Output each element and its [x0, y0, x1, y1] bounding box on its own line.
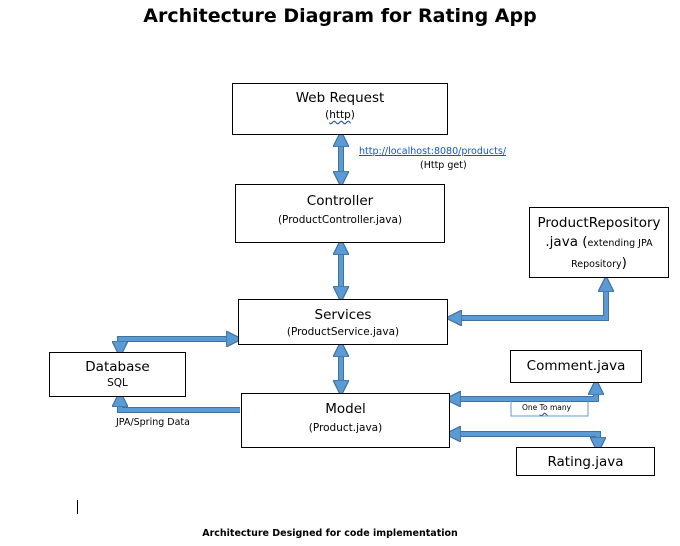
diagram-title: Architecture Diagram for Rating App: [143, 5, 537, 27]
services-database-arrow: [120, 339, 235, 350]
repository-line3: Repository): [571, 255, 627, 271]
http-get-label: (Http get): [420, 160, 467, 171]
repository-services-arrow: [453, 283, 606, 318]
model-rating-arrow: [452, 434, 598, 446]
jpa-label: JPA/Spring Data: [116, 417, 190, 428]
repository-line1: ProductRepository: [537, 215, 661, 231]
url-link[interactable]: http://localhost:8080/products/: [359, 146, 507, 157]
web-request-box: Web Request (http): [232, 83, 448, 135]
one-to-many-bracket: [510, 401, 589, 417]
product-repository-box: ProductRepository .java (extending JPA R…: [529, 207, 669, 278]
database-name: Database: [85, 359, 150, 375]
web-request-name: Web Request: [295, 90, 385, 106]
database-box: Database SQL: [49, 352, 186, 397]
services-box: Services (ProductService.java): [238, 299, 448, 345]
model-name: Model: [325, 401, 366, 417]
comment-box: Comment.java: [510, 350, 642, 383]
model-box: Model (Product.java): [241, 393, 450, 448]
rating-name: Rating.java: [547, 454, 624, 470]
footer-caption: Architecture Designed for code implement…: [202, 528, 458, 539]
services-file: (ProductService.java): [286, 326, 400, 338]
controller-file: (ProductController.java): [277, 214, 403, 226]
one-to-many-label: One To many: [522, 403, 572, 412]
controller-name: Controller: [306, 193, 374, 209]
comment-name: Comment.java: [526, 358, 626, 374]
services-name: Services: [314, 307, 372, 323]
model-file: (Product.java): [308, 422, 383, 434]
web-request-protocol: (http): [325, 109, 355, 121]
repository-line2: .java (extending JPA: [545, 234, 653, 250]
model-database-arrow: [120, 398, 240, 413]
database-type: SQL: [107, 377, 128, 389]
rating-box: Rating.java: [516, 447, 655, 476]
model-comment-arrow: [452, 386, 596, 399]
controller-box: Controller (ProductController.java): [235, 184, 445, 243]
text-cursor: [77, 500, 78, 514]
